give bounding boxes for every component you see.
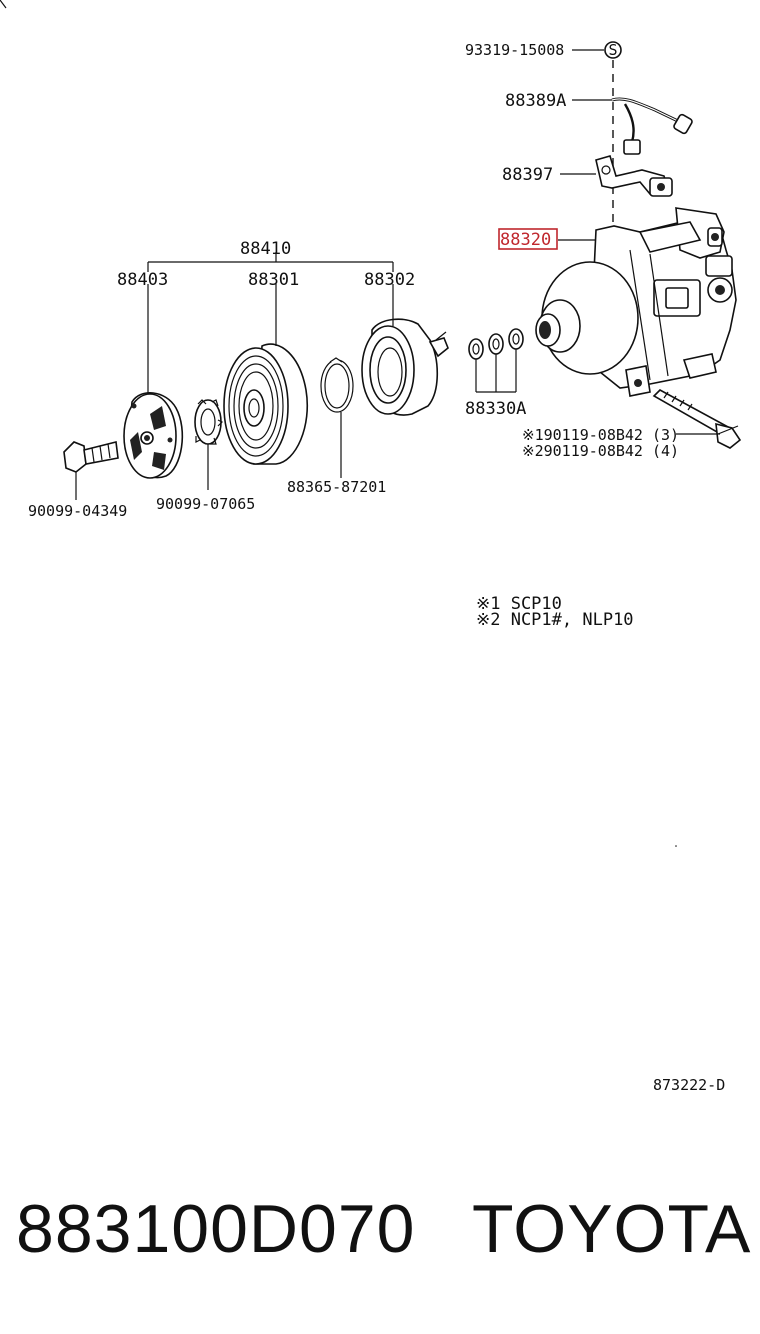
label-88365-87201: 88365-87201 bbox=[287, 478, 386, 496]
label-bolt-1: ※190119-08B42 (3) bbox=[522, 426, 679, 444]
exploded-view-drawing: S bbox=[0, 0, 742, 1094]
bracket-88397 bbox=[560, 155, 673, 197]
note-2: ※2 NCP1#, NLP10 bbox=[476, 610, 634, 630]
label-88410: 88410 bbox=[240, 239, 291, 259]
label-bolt-2: ※290119-08B42 (4) bbox=[522, 442, 679, 460]
part-number: 883100D070 bbox=[16, 1191, 416, 1267]
note-1: ※1 SCP10 bbox=[476, 594, 562, 614]
snap-ring-88365 bbox=[320, 357, 354, 478]
figure-code: 873222-D bbox=[653, 1076, 725, 1094]
harness-88389A bbox=[572, 97, 693, 155]
through-bolt bbox=[652, 389, 742, 449]
assembly-bracket-88410 bbox=[147, 252, 394, 272]
shims-88330A bbox=[468, 328, 524, 393]
bolt-90099-04349 bbox=[63, 441, 119, 500]
label-88403: 88403 bbox=[117, 270, 168, 290]
pulley-88301 bbox=[223, 284, 308, 465]
label-93319-15008: 93319-15008 bbox=[465, 41, 564, 59]
bolt-93319-group: S bbox=[572, 41, 622, 235]
hub-88403 bbox=[123, 284, 184, 479]
label-90099-04349: 90099-04349 bbox=[28, 502, 127, 520]
washer-90099-07065 bbox=[194, 399, 224, 490]
highlight-box-88320 bbox=[498, 228, 558, 250]
label-90099-07065: 90099-07065 bbox=[156, 495, 255, 513]
compressor-88320 bbox=[535, 207, 737, 397]
corner-mark bbox=[0, 0, 7, 9]
s-symbol-label: S bbox=[608, 41, 617, 59]
footer: 883100D070 TOYOTA bbox=[0, 1190, 760, 1280]
label-88302: 88302 bbox=[364, 270, 415, 290]
s-symbol-icon bbox=[604, 41, 622, 59]
stator-88302 bbox=[361, 284, 449, 416]
label-88330A: 88330A bbox=[465, 399, 526, 419]
label-88301: 88301 bbox=[248, 270, 299, 290]
label-88320[interactable]: 88320 bbox=[500, 230, 551, 250]
label-88389A: 88389A bbox=[505, 91, 566, 111]
brand-name: TOYOTA bbox=[472, 1191, 752, 1267]
speck bbox=[675, 845, 677, 847]
label-88397: 88397 bbox=[502, 165, 553, 185]
